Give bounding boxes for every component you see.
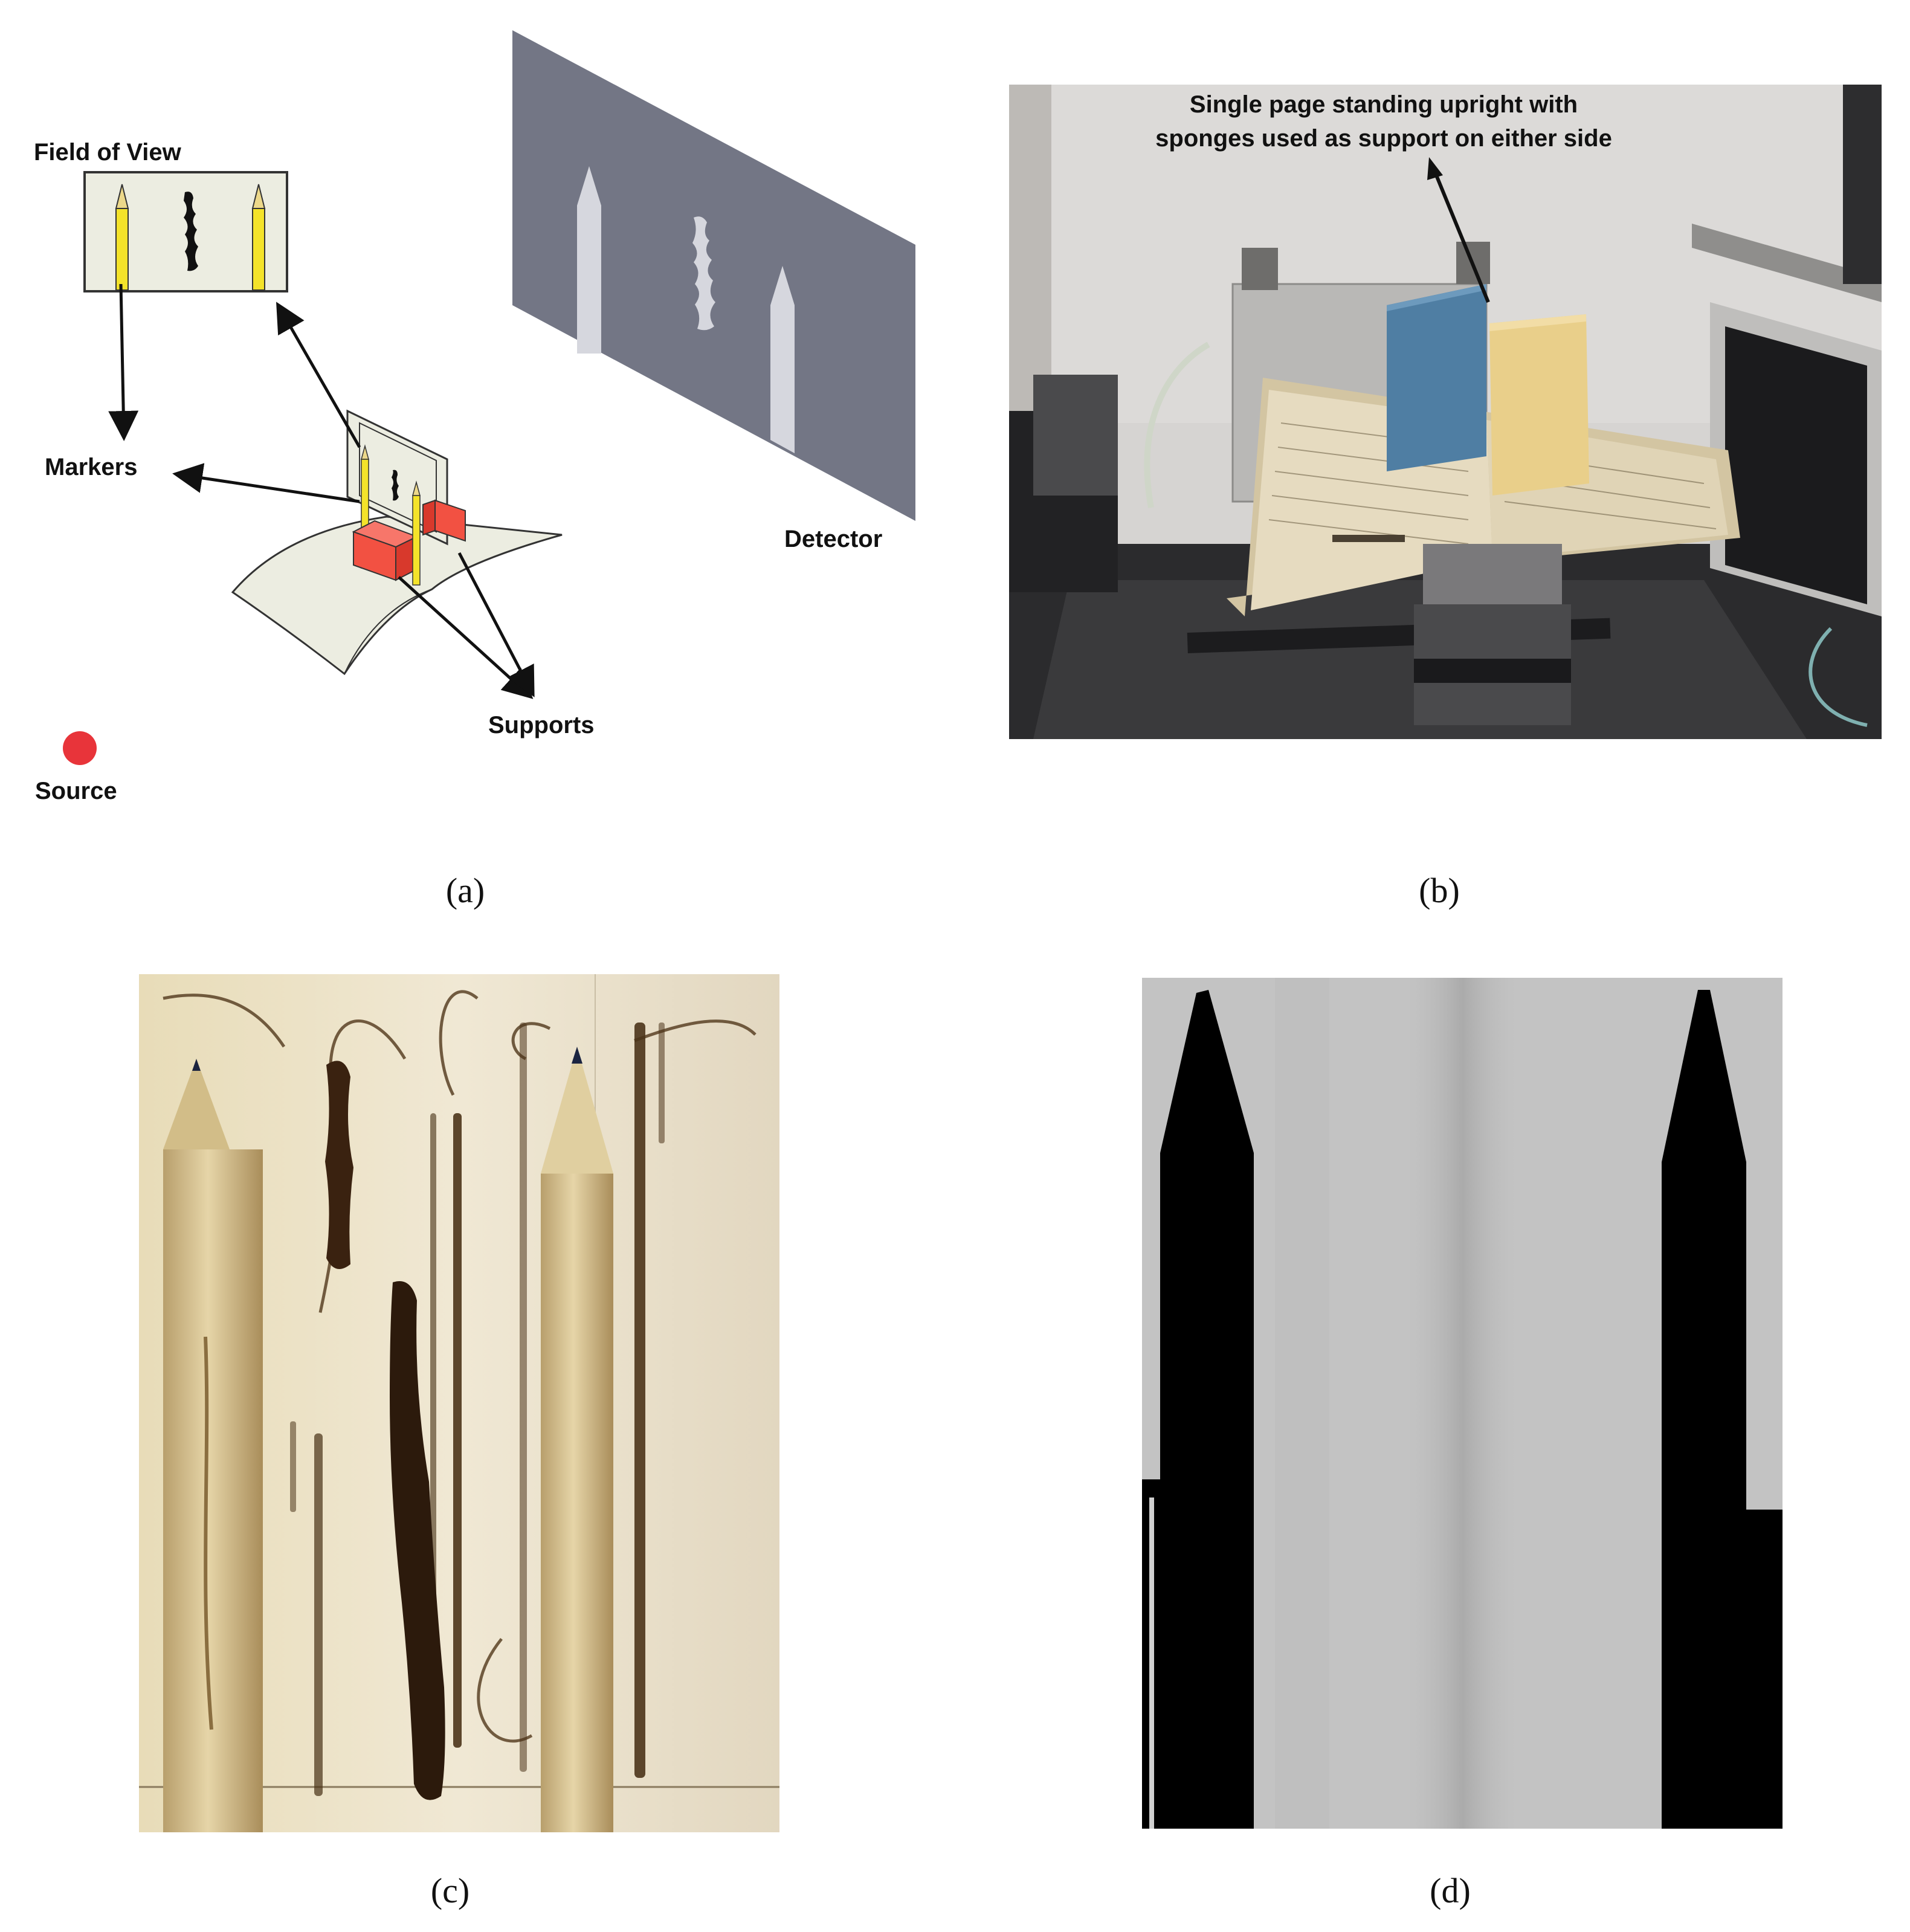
markers-label: Markers xyxy=(45,454,137,480)
fov-pencil-left xyxy=(115,184,129,291)
arrow-sample-to-fov xyxy=(276,302,361,448)
detector-pencil-shadow-right xyxy=(770,266,795,453)
field-of-view-box xyxy=(83,171,288,292)
pencil-left xyxy=(163,1059,263,1832)
annotation-line-2: sponges used as support on either side xyxy=(1155,125,1612,152)
annotation-line-1: Single page standing upright with xyxy=(1190,91,1578,118)
book-sample xyxy=(231,409,563,676)
source-label: Source xyxy=(35,778,117,804)
arrow-supports-1 xyxy=(398,576,534,699)
fov-ink-stroke xyxy=(184,192,198,271)
detector-stroke-shadow xyxy=(692,216,715,331)
panel-b-photo: Single page standing upright with sponge… xyxy=(1009,85,1882,739)
panel-c-photo xyxy=(139,974,779,1832)
caption-c: (c) xyxy=(430,1871,470,1910)
caption-a: (a) xyxy=(445,871,485,910)
detector-pencil-shadow-left xyxy=(577,166,601,354)
support-block-left xyxy=(352,520,419,581)
xray-pencil-left xyxy=(1142,990,1254,1829)
arrow-pencil-to-markers xyxy=(172,463,360,503)
caption-b: (b) xyxy=(1419,871,1460,910)
detector-panel xyxy=(512,30,915,521)
arrow-supports-2 xyxy=(457,552,535,697)
panel-d-xray xyxy=(1142,978,1783,1829)
fov-pencil-right xyxy=(251,184,266,291)
arrow-fov-to-markers xyxy=(108,283,139,441)
panel-a-diagram: Detector Field of View Markers xyxy=(34,30,915,804)
field-of-view-label: Field of View xyxy=(34,139,182,166)
supports-label: Supports xyxy=(488,712,595,738)
sample-pencil-right xyxy=(412,480,421,586)
ink-stroke-main xyxy=(390,1281,445,1800)
support-block-right xyxy=(422,499,466,542)
detector-label: Detector xyxy=(784,526,882,552)
source-point xyxy=(63,731,97,765)
caption-d: (d) xyxy=(1430,1871,1471,1910)
pencil-right xyxy=(541,1047,613,1832)
ink-stroke-top xyxy=(325,1061,353,1269)
xray-pencil-right xyxy=(1662,990,1783,1829)
